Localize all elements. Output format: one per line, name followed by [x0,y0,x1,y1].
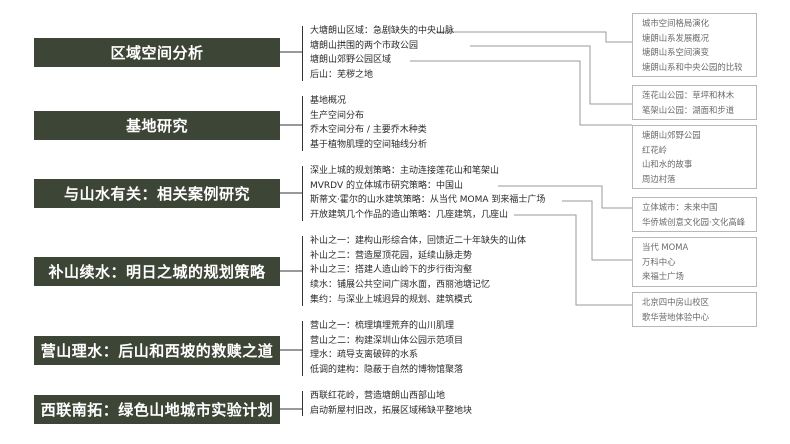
group-regional-spatial-analysis: 大塘朗山区域：急剧缺失的中央山脉 塘朗山拱围的两个市政公园 塘朗山郊野公园区域 … [302,24,455,83]
list-item: 基于植物肌理的空间轴线分析 [310,140,428,151]
reference-connector [410,60,632,126]
reference-item: 塘朗山系空间演变 [642,47,709,58]
reference-connector [470,45,632,105]
list-item: 低调的建构：隐蔽于自然的博物馆聚落 [310,365,464,376]
list-item: 斯蒂文·霍尔的山水建筑策略：从当代 MOMA 到来福士广场 [310,195,546,206]
reference-item: 万科中心 [642,256,676,267]
section-case-studies: 与山水有关：相关案例研究 [34,179,280,208]
reference-item: 塘朗山系发展概况 [642,32,709,43]
reference-item: 华侨城创意文化园·文化高峰 [642,216,746,227]
group-site-research: 基地概况 生产空间分布 乔木空间分布 / 主要乔木种类 基于植物肌理的空间轴线分… [302,94,428,153]
list-item: 乔木空间分布 / 主要乔木种类 [310,125,427,136]
reference-box-country-park: 塘朗山郊野公园 红花岭 山和水的故事 周边村落 [632,125,757,190]
list-item: 后山：芜秽之地 [310,70,374,81]
reference-item: 当代 MOMA [642,242,689,252]
reference-box-steven-holl: 当代 MOMA 万科中心 来福士广场 [632,237,757,287]
list-item: 塘朗山拱围的两个市政公园 [310,40,419,51]
reference-item: 周边村落 [642,173,676,184]
list-item: 西联红花岭，营造塘朗山西部山地 [310,391,446,401]
list-item: 大塘朗山区域：急剧缺失的中央山脉 [310,26,455,36]
reference-item: 立体城市：未来中国 [642,202,718,212]
reference-item: 塘朗山郊野公园 [642,130,701,140]
group-bracket [302,391,303,417]
reference-item: 北京四中房山校区 [642,297,709,307]
reference-box-city-history: 城市空间格局演化 塘朗山系发展概况 塘朗山系空间演变 塘朗山系和中央公园的比较 [632,13,757,78]
list-item: 集约：与深业上城迥异的规划、建筑模式 [310,294,473,305]
list-item: 补山之三：搭建人造山岭下的步行街沟壑 [310,265,473,276]
list-item: 营山之一：梳理填埋荒弃的山川肌理 [310,321,455,331]
group-bracket [302,321,303,376]
section-redemption: 营山理水：后山和西坡的救赎之道 [34,336,280,365]
group-bracket [302,26,303,81]
section-regional-spatial-analysis: 区域空间分析 [34,38,280,67]
list-item: 深业上城的规划策略：主动连接莲花山和笔架山 [310,166,500,176]
list-item: 塘朗山郊野公园区域 [310,55,392,66]
reference-item: 红花岭 [642,144,668,155]
reference-connector [436,31,632,43]
group-bracket [302,96,303,151]
list-item: 补山之一：建构山形综合体，回馈近二十年缺失的山体 [310,236,527,246]
section-site-research: 基地研究 [34,111,280,140]
list-item: 补山之二：营造屋顶花园，延续山脉走势 [310,250,473,261]
group-planning-strategy: 补山之一：建构山形综合体，回馈近二十年缺失的山体 补山之二：营造屋顶花园，延续山… [302,234,527,308]
reference-item: 来福士广场 [642,271,684,282]
group-redemption: 营山之一：梳理填埋荒弃的山川肌理 营山之二：构建深圳山体公园示范项目 理水：疏导… [302,319,464,378]
group-experiment-plan: 西联红花岭，营造塘朗山西部山地 启动新屋村旧改，拓展区域稀缺平整地块 [302,389,473,418]
group-bracket [302,166,303,221]
list-item: 启动新屋村旧改，拓展区域稀缺平整地块 [310,405,473,416]
list-item: 续水：铺展公共空间广阔水面，西丽池塘记忆 [310,280,491,291]
reference-item: 歌华营地体验中心 [642,311,709,322]
group-case-studies: 深业上城的规划策略：主动连接莲花山和笔架山 MVRDV 的立体城市研究策略：中国… [302,164,546,223]
reference-connector [514,214,632,306]
list-item: 生产空间分布 [310,110,365,121]
reference-item: 塘朗山系和中央公园的比较 [642,61,743,72]
section-experiment-plan: 西联南拓：绿色山地城市实验计划 [34,395,280,424]
group-bracket [302,236,303,306]
reference-box-parks: 莲花山公园：草坪和林木 笔架山公园：湖面和步道 [632,85,757,121]
section-planning-strategy: 补山续水：明日之城的规划策略 [34,257,280,286]
list-item: 开放建筑几个作品的造山策略：几座建筑，几座山 [310,210,509,221]
reference-item: 山和水的故事 [642,159,693,170]
list-item: 理水：疏导支离破碎的水系 [310,350,419,361]
list-item: MVRDV 的立体城市研究策略：中国山 [310,180,463,191]
reference-box-vertical-city: 立体城市：未来中国 华侨城创意文化园·文化高峰 [632,197,757,233]
reference-item: 莲花山公园：草坪和林木 [642,90,735,100]
list-item: 基地概况 [310,96,347,106]
reference-connector [562,200,632,261]
reference-item: 城市空间格局演化 [642,18,709,28]
list-item: 营山之二：构建深圳山体公园示范项目 [310,335,464,346]
reference-box-open-architecture: 北京四中房山校区 歌华营地体验中心 [632,292,757,328]
reference-item: 笔架山公园：湖面和步道 [642,104,735,115]
reference-connector [498,185,632,209]
